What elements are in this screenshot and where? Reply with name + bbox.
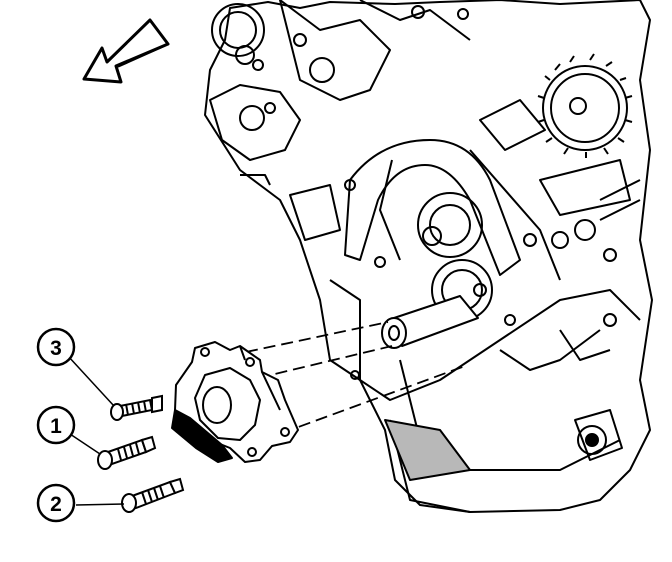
callout-2: 2 bbox=[36, 483, 76, 523]
callout-3: 3 bbox=[36, 327, 76, 367]
bolt-2 bbox=[121, 477, 185, 513]
bolt-3 bbox=[110, 394, 163, 421]
bolt-1 bbox=[97, 435, 157, 470]
front-cover-part bbox=[171, 341, 299, 463]
arrow-left-icon bbox=[82, 18, 170, 84]
callout-1: 1 bbox=[36, 405, 76, 445]
engine-block bbox=[204, 0, 653, 513]
callout-2-label: 2 bbox=[50, 493, 62, 516]
callout-1-label: 1 bbox=[50, 415, 62, 438]
alignment-lines bbox=[245, 321, 466, 434]
callout-3-label: 3 bbox=[50, 337, 62, 360]
callout-leaders bbox=[67, 355, 125, 506]
